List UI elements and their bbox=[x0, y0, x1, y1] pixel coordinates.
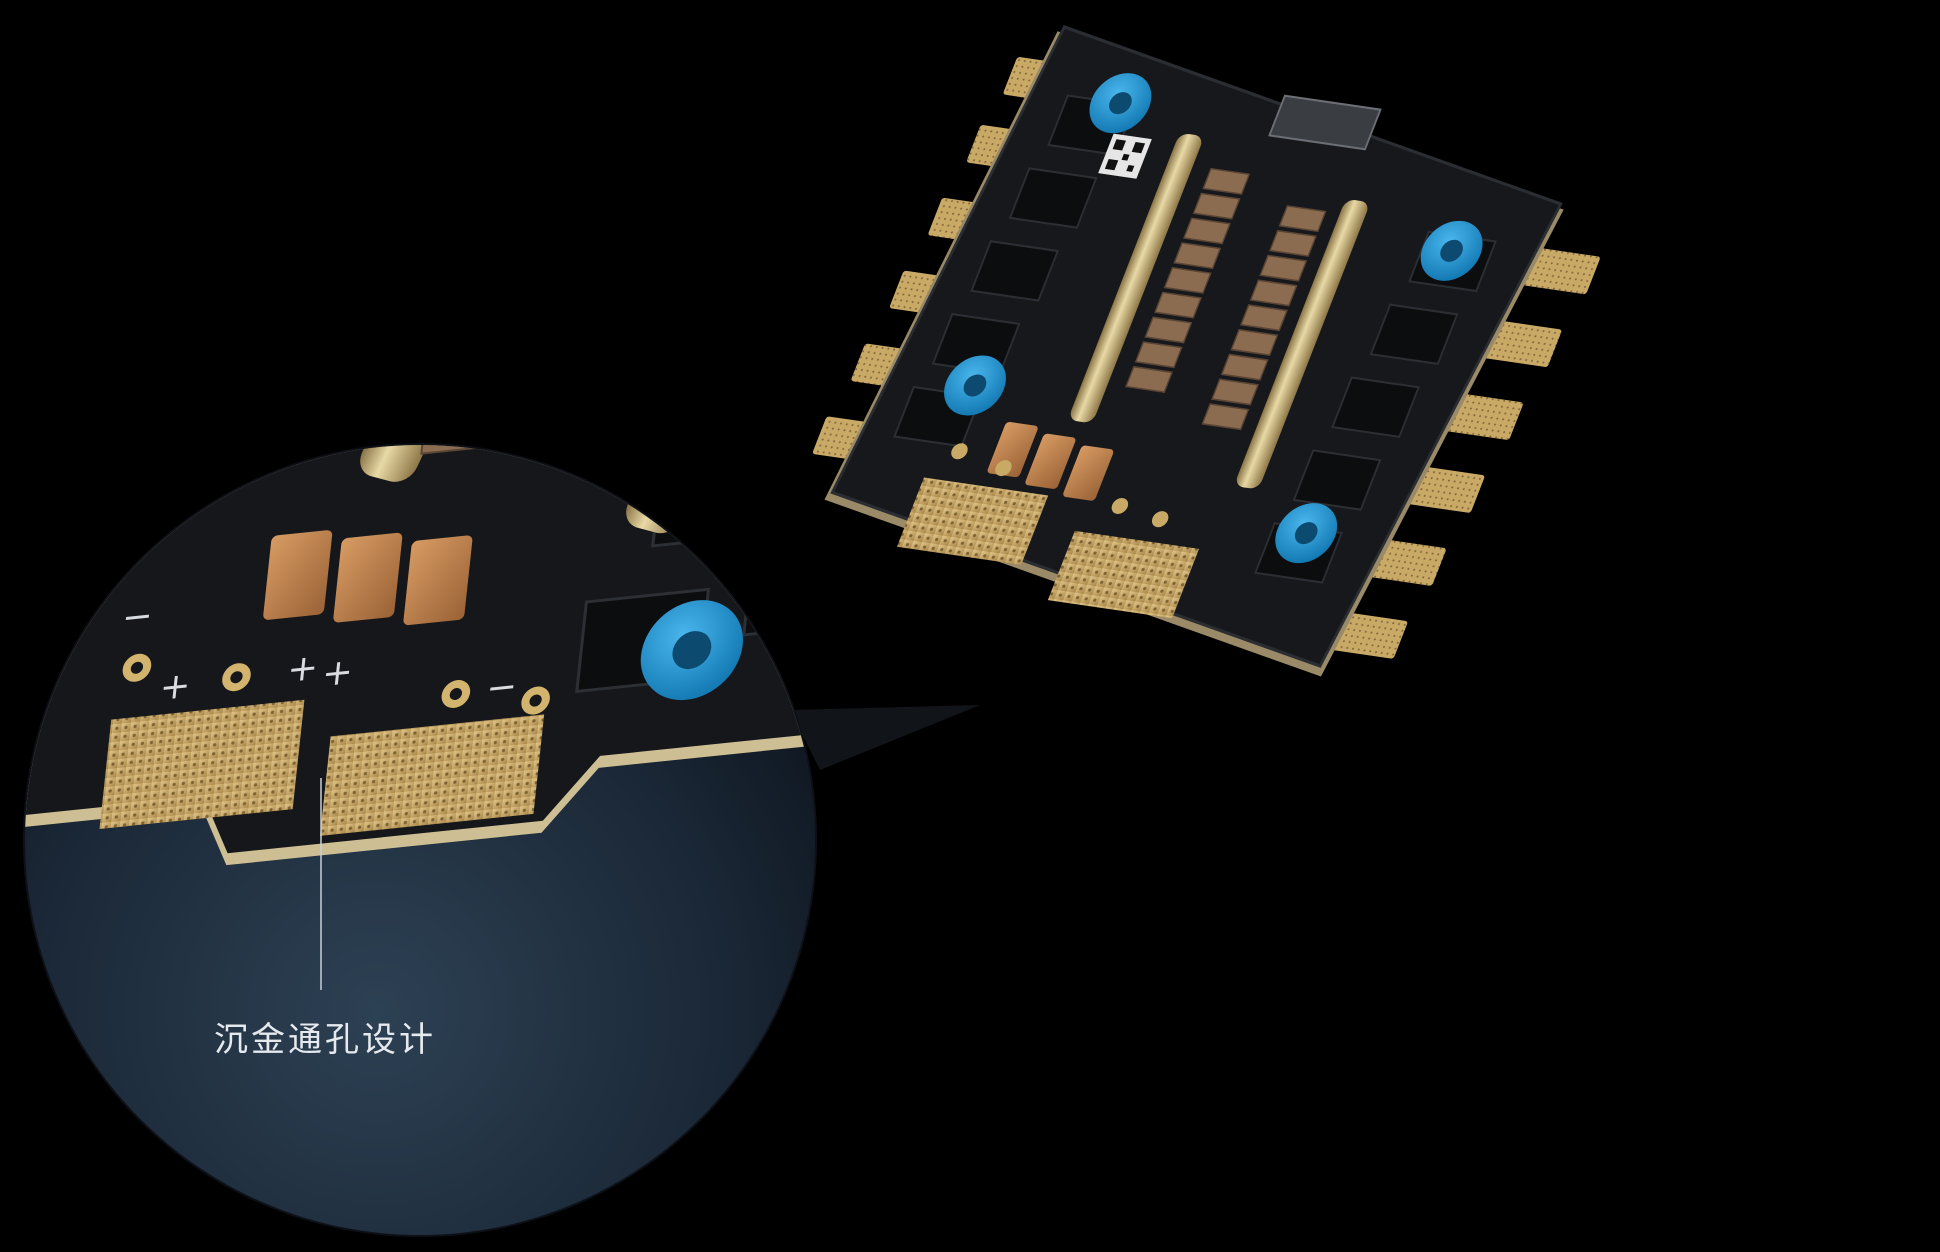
blue-standoffs bbox=[944, 73, 1483, 564]
qr-code-icon bbox=[1098, 133, 1152, 179]
magnifier-callout: 192 − + + + − bbox=[23, 443, 980, 1237]
gold-vias bbox=[951, 443, 1169, 528]
signal-connector bbox=[1268, 94, 1382, 151]
esc-board bbox=[812, 25, 1600, 677]
zoomed-power-pad-positive bbox=[319, 714, 545, 836]
svg-text:−: − bbox=[120, 594, 155, 639]
polarity-marks: − + + + − bbox=[120, 594, 520, 710]
bulk-capacitor-bar bbox=[1236, 200, 1368, 489]
svg-text:+: + bbox=[285, 645, 320, 690]
zoomed-power-pad-negative bbox=[99, 699, 305, 829]
callout-label: 沉金通孔设计 bbox=[214, 1020, 436, 1060]
svg-text:+: + bbox=[320, 650, 355, 695]
ceramic-capacitor-column bbox=[1125, 167, 1327, 431]
power-pad-positive bbox=[1047, 530, 1200, 619]
zoomed-shunt-resistors bbox=[263, 530, 473, 626]
svg-text:+: + bbox=[158, 663, 193, 708]
power-pad-negative bbox=[896, 477, 1049, 565]
bulk-capacitor-bar bbox=[1070, 134, 1202, 423]
svg-text:−: − bbox=[484, 664, 519, 709]
zoomed-board: 192 − + + + − bbox=[25, 445, 815, 866]
callout-pointer bbox=[790, 705, 980, 770]
